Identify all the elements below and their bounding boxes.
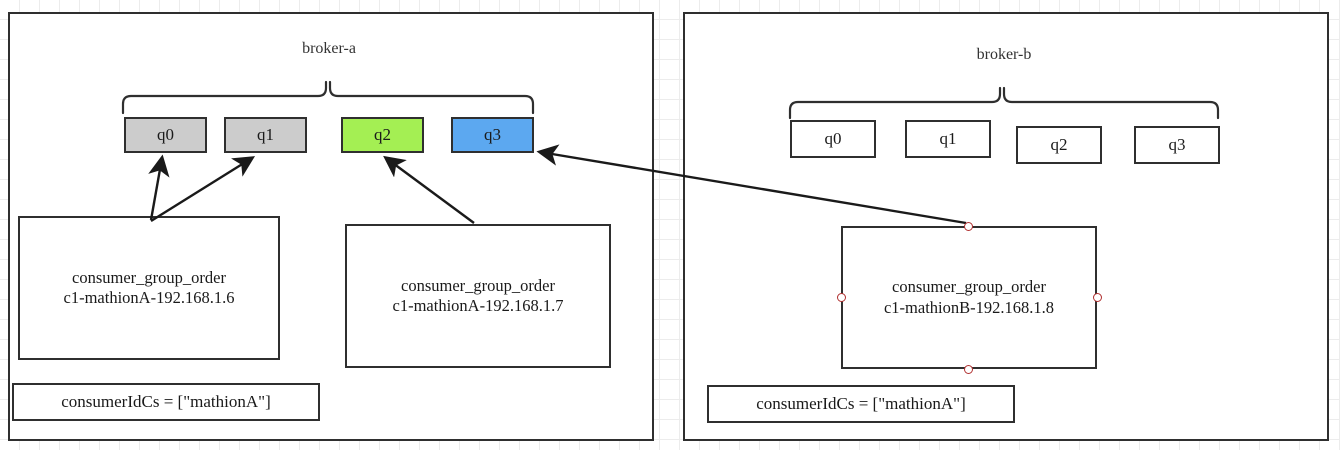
broker-b-consumer-1[interactable]: consumer_group_order c1-mathionB-192.168… [841, 226, 1097, 369]
selection-handle-bottom[interactable] [964, 365, 973, 374]
selection-handle-top[interactable] [964, 222, 973, 231]
broker-a-title: broker-a [302, 40, 356, 57]
broker-a-queue-q1[interactable]: q1 [224, 117, 307, 153]
broker-b-consumer-1-line1: consumer_group_order [892, 277, 1046, 297]
broker-a-queue-q0[interactable]: q0 [124, 117, 207, 153]
broker-a-queue-q3[interactable]: q3 [451, 117, 534, 153]
broker-b-queue-q3[interactable]: q3 [1134, 126, 1220, 164]
broker-a-consumer-1-line1: consumer_group_order [72, 267, 226, 287]
broker-a-consumer-2-line1: consumer_group_order [401, 275, 555, 295]
broker-a-consumer-2[interactable]: consumer_group_order c1-mathionA-192.168… [345, 224, 611, 368]
broker-a-config-box[interactable]: consumerIdCs = ["mathionA"] [12, 383, 320, 421]
broker-b-queue-q0[interactable]: q0 [790, 120, 876, 158]
broker-b-consumer-1-line2: c1-mathionB-192.168.1.8 [883, 297, 1055, 317]
broker-a-consumer-2-line2: c1-mathionA-192.168.1.7 [392, 296, 564, 315]
selection-handle-left[interactable] [837, 293, 846, 302]
selection-handle-right[interactable] [1093, 293, 1102, 302]
broker-b-queue-q1[interactable]: q1 [905, 120, 991, 158]
broker-b-config-box[interactable]: consumerIdCs = ["mathionA"] [707, 385, 1015, 423]
broker-a-queue-q2[interactable]: q2 [341, 117, 424, 153]
broker-a-consumer-1[interactable]: consumer_group_order c1-mathionA-192.168… [18, 216, 280, 360]
broker-b-title: broker-b [976, 46, 1032, 63]
broker-a-consumer-1-line2: c1-mathionA-192.168.1.6 [63, 288, 235, 307]
broker-b-queue-q2[interactable]: q2 [1016, 126, 1102, 164]
